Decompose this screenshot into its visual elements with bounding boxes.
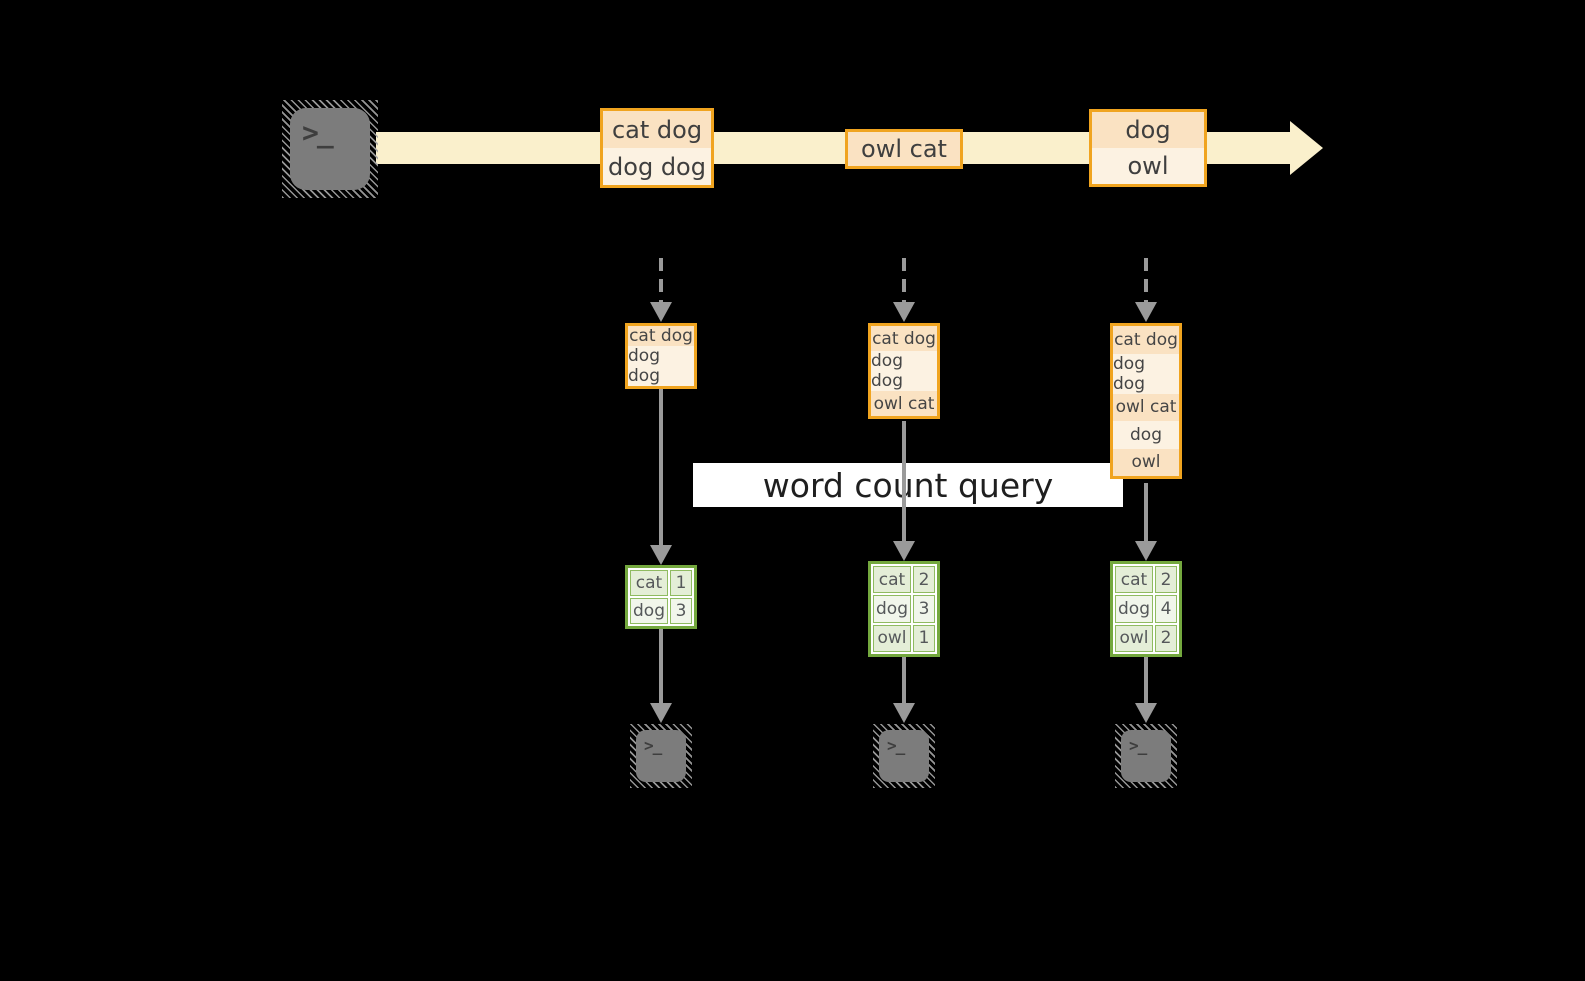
terminal-body: [879, 730, 929, 782]
table-word-cell: dog: [630, 598, 668, 624]
stream-event-box-3: dog owl: [1089, 109, 1207, 187]
table-count-cell: 1: [670, 570, 692, 596]
sink-terminal-icon-2: >_: [873, 724, 935, 788]
micro-batch-stack-1: cat dog dog dog: [625, 323, 697, 389]
table-count-cell: 4: [1155, 595, 1177, 623]
event-line: owl cat: [848, 132, 960, 166]
micro-batch-dashed-arrow-2: [902, 258, 906, 302]
query-arrow-1: [659, 389, 663, 545]
batch-line: dog dog: [628, 346, 694, 386]
batch-line: cat dog: [628, 326, 694, 346]
arrow-head-icon: [1135, 302, 1157, 322]
word-count-table-3: cat 2 dog 4 owl 2: [1110, 561, 1182, 657]
stream-event-box-2: owl cat: [845, 129, 963, 169]
terminal-body: [1121, 730, 1171, 782]
arrow-head-icon: [650, 302, 672, 322]
arrow-head-icon: [893, 703, 915, 723]
table-word-cell: dog: [1115, 595, 1153, 623]
stream-event-box-1: cat dog dog dog: [600, 108, 714, 188]
arrow-head-icon: [893, 302, 915, 322]
micro-batch-stack-3: cat dog dog dog owl cat dog owl: [1110, 323, 1182, 479]
arrow-head-icon: [650, 703, 672, 723]
word-count-query-banner: word count query: [693, 463, 1123, 507]
batch-line: dog dog: [1113, 353, 1179, 394]
sink-terminal-icon-1: >_: [630, 724, 692, 788]
terminal-prompt-glyph: >_: [644, 736, 662, 755]
query-arrow-3: [1144, 483, 1148, 541]
batch-line: dog: [1113, 421, 1179, 449]
table-word-cell: owl: [1115, 624, 1153, 652]
micro-batch-dashed-arrow-3: [1144, 258, 1148, 302]
batch-line: owl: [1113, 448, 1179, 476]
arrow-head-icon: [893, 541, 915, 561]
sink-arrow-1: [659, 629, 663, 703]
event-line: owl: [1092, 148, 1204, 184]
batch-line: owl cat: [1113, 393, 1179, 421]
sink-terminal-icon-3: >_: [1115, 724, 1177, 788]
table-count-cell: 2: [913, 566, 935, 594]
stream-arrow-head: [1290, 121, 1323, 175]
event-line: dog: [1092, 112, 1204, 148]
event-line: cat dog: [603, 111, 711, 148]
arrow-head-icon: [650, 545, 672, 565]
micro-batch-dashed-arrow-1: [659, 258, 663, 302]
table-count-cell: 3: [670, 598, 692, 624]
table-count-cell: 3: [913, 595, 935, 623]
source-terminal-icon: >_: [282, 100, 378, 198]
word-count-table-2: cat 2 dog 3 owl 1: [868, 561, 940, 657]
arrow-head-icon: [1135, 703, 1157, 723]
table-word-cell: cat: [630, 570, 668, 596]
batch-line: dog dog: [871, 351, 937, 391]
table-word-cell: cat: [873, 566, 911, 594]
table-word-cell: dog: [873, 595, 911, 623]
batch-line: cat dog: [1113, 326, 1179, 354]
terminal-body: [290, 108, 370, 190]
batch-line: cat dog: [871, 326, 937, 351]
terminal-prompt-glyph: >_: [1129, 736, 1147, 755]
table-word-cell: cat: [1115, 566, 1153, 594]
table-count-cell: 1: [913, 624, 935, 652]
terminal-prompt-glyph: >_: [302, 116, 334, 149]
micro-batch-stack-2: cat dog dog dog owl cat: [868, 323, 940, 419]
table-word-cell: owl: [873, 624, 911, 652]
arrow-head-icon: [1135, 541, 1157, 561]
sink-arrow-3: [1144, 657, 1148, 703]
sink-arrow-2: [902, 657, 906, 703]
table-count-cell: 2: [1155, 566, 1177, 594]
word-count-table-1: cat 1 dog 3: [625, 565, 697, 629]
terminal-body: [636, 730, 686, 782]
table-count-cell: 2: [1155, 624, 1177, 652]
batch-line: owl cat: [871, 391, 937, 416]
event-line: dog dog: [603, 148, 711, 185]
terminal-prompt-glyph: >_: [887, 736, 905, 755]
query-arrow-2: [902, 421, 906, 541]
